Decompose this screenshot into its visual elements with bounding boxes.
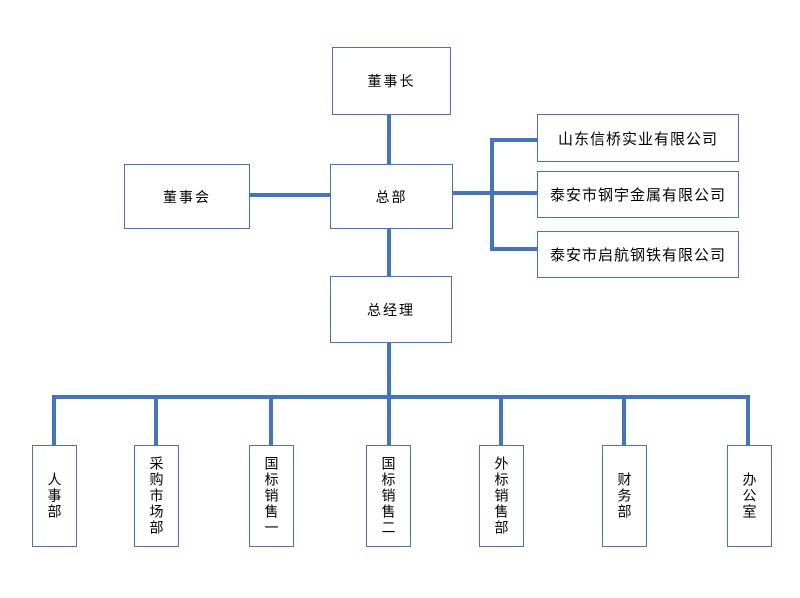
connector-drop-dept-5 xyxy=(499,399,503,446)
node-general-manager: 总经理 xyxy=(330,276,452,343)
node-dept-national-sales-1: 国标销售一 xyxy=(249,445,294,547)
node-dept-office-label: 办公室 xyxy=(741,472,758,520)
connector-subsidiaries-bracket-vertical xyxy=(490,138,494,251)
node-dept-national-sales-2-label: 国标销售二 xyxy=(380,456,397,536)
node-subsidiary-2-label: 泰安市钢宇金属有限公司 xyxy=(549,187,726,204)
connector-drop-dept-1 xyxy=(52,399,56,446)
connector-chairman-to-headquarters xyxy=(387,115,391,165)
node-subsidiary-taian-qihang: 泰安市启航钢铁有限公司 xyxy=(537,231,739,278)
node-dept-finance: 财务部 xyxy=(602,445,647,547)
connector-drop-dept-2 xyxy=(154,399,158,446)
node-headquarters-label: 总部 xyxy=(375,188,408,205)
connector-board-to-headquarters xyxy=(250,193,330,197)
node-chairman: 董事长 xyxy=(332,47,451,115)
connector-headquarters-to-subsidiaries xyxy=(453,191,537,195)
node-dept-external-sales-label: 外标销售部 xyxy=(493,456,510,536)
node-dept-procurement-market-label: 采购市场部 xyxy=(148,456,165,536)
node-dept-hr-label: 人事部 xyxy=(46,472,63,520)
node-subsidiary-shandong-xinqiao: 山东信桥实业有限公司 xyxy=(537,114,739,162)
node-dept-external-sales: 外标销售部 xyxy=(479,445,524,547)
node-dept-national-sales-1-label: 国标销售一 xyxy=(263,456,280,536)
connector-departments-trunk xyxy=(52,395,750,399)
connector-bracket-to-subsidiary-3 xyxy=(490,247,537,251)
node-dept-finance-label: 财务部 xyxy=(616,472,633,520)
node-general-manager-label: 总经理 xyxy=(367,301,415,318)
node-dept-hr: 人事部 xyxy=(32,445,77,547)
node-board-label: 董事会 xyxy=(163,188,211,205)
node-dept-office: 办公室 xyxy=(727,445,772,547)
node-dept-national-sales-2: 国标销售二 xyxy=(366,445,411,547)
node-subsidiary-taian-gangyu: 泰安市钢宇金属有限公司 xyxy=(537,171,739,218)
node-chairman-label: 董事长 xyxy=(367,73,416,89)
node-dept-procurement-market: 采购市场部 xyxy=(134,445,179,547)
connector-bracket-to-subsidiary-1 xyxy=(490,138,537,142)
node-headquarters: 总部 xyxy=(330,164,453,229)
connector-drop-dept-3 xyxy=(269,399,273,446)
node-board-of-directors: 董事会 xyxy=(124,164,250,229)
connector-drop-dept-4 xyxy=(387,399,391,446)
connector-general-manager-to-trunk xyxy=(387,343,391,399)
connector-drop-dept-6 xyxy=(622,399,626,446)
connector-drop-dept-7 xyxy=(746,399,750,446)
node-subsidiary-3-label: 泰安市启航钢铁有限公司 xyxy=(549,247,726,264)
node-subsidiary-1-label: 山东信桥实业有限公司 xyxy=(557,130,718,148)
connector-headquarters-to-general-manager xyxy=(387,229,391,277)
